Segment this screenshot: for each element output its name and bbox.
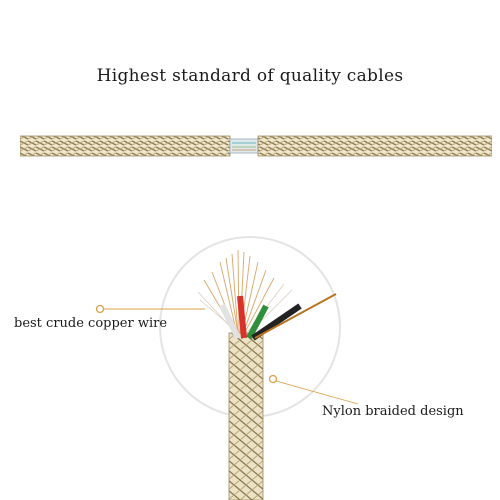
copper-callout-dot	[95, 304, 105, 314]
cable-exposed-core	[229, 138, 259, 154]
braided-cable-vertical	[228, 332, 264, 500]
nylon-braid-label: Nylon braided design	[322, 404, 464, 419]
insulated-wires	[219, 293, 337, 341]
page-title: Highest standard of quality cables	[96, 66, 404, 86]
wire-bundle-illustration	[95, 236, 359, 500]
braided-cable-strip	[20, 135, 492, 157]
copper-wire-label: best crude copper wire	[14, 316, 168, 331]
cable-left-segment	[20, 135, 231, 157]
cable-right-segment	[257, 135, 492, 157]
nylon-callout-dot	[268, 374, 278, 384]
callout-lines	[95, 304, 359, 405]
copper-strands	[203, 249, 275, 335]
